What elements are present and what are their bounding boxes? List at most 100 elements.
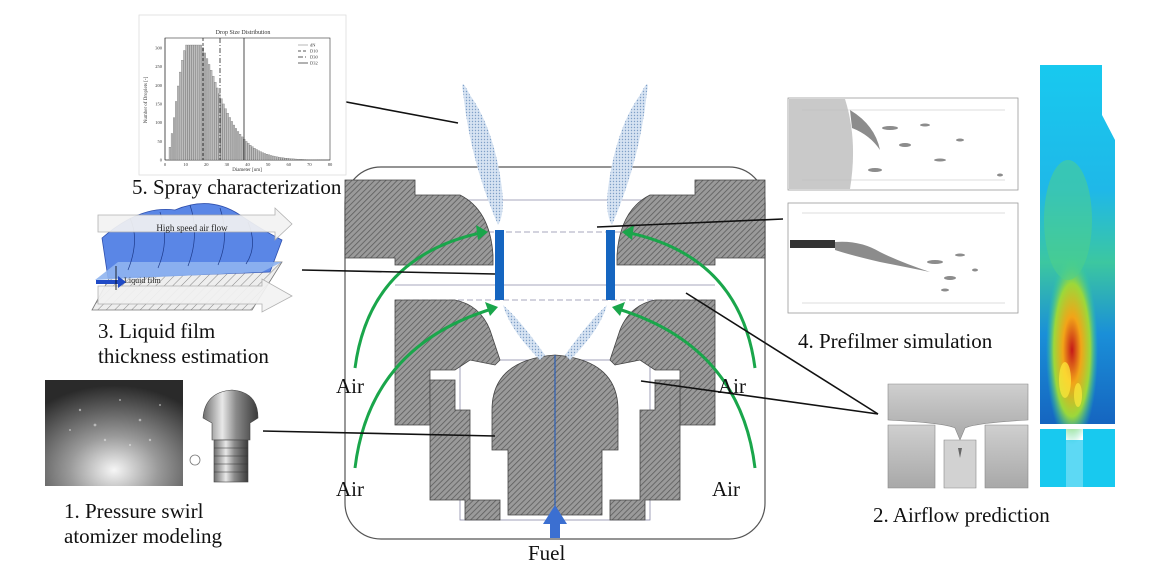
liquid-film-inset: High speed air flow Liquid film: [92, 204, 292, 312]
histogram-legend-label: D32: [310, 61, 318, 66]
histogram-x-tick-label: 80: [328, 162, 333, 167]
prefilmer-right: [606, 230, 615, 300]
histogram-bar: [196, 45, 198, 160]
histogram-bar: [297, 159, 299, 160]
histogram-bar: [198, 45, 200, 160]
spray-cone-lower-left: [503, 305, 545, 360]
histogram-legend-label: dN: [310, 43, 316, 48]
histogram-bar: [229, 117, 231, 160]
cfd-hot-zone: [1046, 255, 1098, 445]
histogram-bar: [278, 157, 280, 160]
histogram-legend-label: D10: [310, 49, 318, 54]
histogram-bar: [194, 45, 196, 160]
histogram-bar: [188, 45, 190, 160]
histogram-bar: [231, 121, 233, 160]
film-caption-line1: 3. Liquid film: [98, 319, 215, 343]
histogram-bar: [200, 45, 202, 160]
histogram-bar: [250, 145, 252, 160]
histogram-bar: [214, 82, 216, 160]
histogram-bar: [192, 45, 194, 160]
histogram-bar: [173, 118, 175, 160]
histogram-bar: [266, 154, 268, 160]
histogram-bar: [303, 159, 305, 160]
histogram-bar: [283, 158, 285, 160]
histogram-y-tick-label: 50: [158, 139, 163, 144]
histogram-bar: [248, 143, 250, 160]
histogram-bar: [281, 158, 283, 160]
histogram-bar: [272, 156, 274, 160]
histogram-bar: [186, 45, 188, 160]
injector-cross-section: [345, 84, 765, 539]
histogram-bar: [274, 156, 276, 160]
histogram-x-tick-label: 70: [307, 162, 312, 167]
histogram-bar: [293, 159, 295, 160]
histogram-x-tick-label: 50: [266, 162, 271, 167]
histogram-bar: [262, 153, 264, 160]
histogram-bar: [291, 159, 293, 160]
histogram-bar: [245, 141, 247, 160]
histogram-x-tick-label: 10: [183, 162, 188, 167]
prefilmer-simulation-panels: [788, 98, 1018, 313]
fuel-label: Fuel: [528, 541, 566, 565]
prefilmer-left: [495, 230, 504, 300]
histogram-x-tick-label: 60: [287, 162, 292, 167]
air-label-lower-left: Air: [336, 477, 364, 501]
prefilmer-panel-bottom: [788, 203, 1018, 313]
histogram-y-tick-label: 200: [155, 83, 163, 88]
histogram-bar: [287, 158, 289, 160]
histogram-bar: [258, 151, 260, 160]
histogram-x-tick-label: 40: [245, 162, 250, 167]
histogram-bar: [204, 53, 206, 160]
histogram-bar: [295, 159, 297, 160]
histogram-bar: [175, 101, 177, 160]
atomizer-photos: [45, 380, 263, 488]
spray-cone-lower-right: [565, 305, 607, 360]
histogram-bar: [221, 99, 223, 160]
prefilmer-caption: 4. Prefilmer simulation: [798, 329, 993, 353]
histogram-bar: [239, 134, 241, 160]
air-label-lower-right: Air: [712, 477, 740, 501]
histogram-xlabel: Diameter [um]: [232, 168, 262, 173]
histogram-bar: [225, 109, 227, 160]
airflow-caption: 2. Airflow prediction: [873, 503, 1050, 527]
histogram-bar: [208, 64, 210, 160]
air-label-upper-left: Air: [336, 374, 364, 398]
histogram-y-tick-label: 150: [155, 102, 163, 107]
histogram-bar: [177, 86, 179, 160]
atomizer-caption-line2: atomizer modeling: [64, 524, 223, 548]
air-label-upper-right: Air: [718, 374, 746, 398]
atomizer-thread: [214, 440, 248, 482]
histogram-y-tick-label: 300: [155, 46, 163, 51]
histogram-x-tick-label: 30: [225, 162, 230, 167]
atomizer-caption-line1: 1. Pressure swirl: [64, 499, 204, 523]
liquid-film-label: Liquid film: [124, 276, 161, 285]
histogram-bar: [233, 125, 235, 160]
histogram-bar: [179, 72, 181, 160]
histogram-bar: [235, 128, 237, 160]
histogram-bar: [169, 147, 171, 160]
histogram-bar: [190, 45, 192, 160]
histogram-bar: [305, 159, 307, 160]
histogram-bar: [252, 147, 254, 160]
spray-caption: 5. Spray characterization: [132, 175, 342, 199]
histogram-bar: [301, 159, 303, 160]
histogram-bar: [183, 50, 185, 160]
histogram-bar: [223, 104, 225, 160]
histogram-y-tick-label: 250: [155, 64, 163, 69]
histogram-legend-label: D30: [310, 55, 318, 60]
histogram-bar: [256, 149, 258, 160]
histogram-bar: [289, 159, 291, 160]
histogram-bar: [241, 137, 243, 160]
spray-photo: [45, 380, 183, 486]
film-caption-line2: thickness estimation: [98, 344, 269, 368]
histogram-bar: [270, 155, 272, 160]
histogram-bar: [276, 157, 278, 160]
histogram-bar: [227, 113, 229, 160]
histogram-bar: [299, 159, 301, 160]
histogram-bar: [237, 131, 239, 160]
histogram-bar: [210, 70, 212, 160]
histogram-title: Drop Size Distribution: [216, 30, 271, 36]
histogram-bar: [264, 153, 266, 160]
